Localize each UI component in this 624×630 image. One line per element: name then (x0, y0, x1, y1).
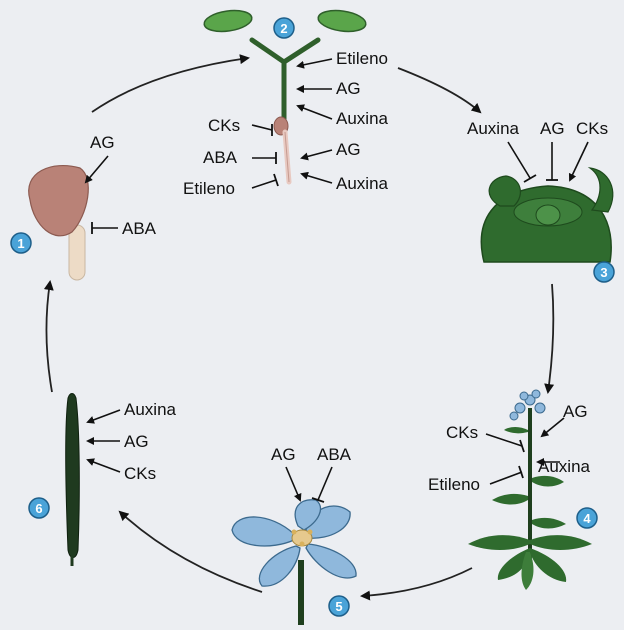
cycle-arrow-4-to-5 (362, 568, 472, 596)
cycle-arrow-3-to-4 (548, 284, 553, 392)
silique-regulators: Auxina AG CKs (88, 400, 177, 483)
svg-text:1: 1 (17, 236, 24, 251)
flower-regulators: AG ABA (271, 445, 352, 502)
apex-ag-label: AG (540, 119, 565, 138)
seedling-ag2-label: AG (336, 140, 361, 159)
svg-text:4: 4 (583, 511, 591, 526)
stage-badge-1: 1 (11, 233, 31, 253)
seedling-cks-label: CKs (208, 116, 240, 135)
plant-etileno-label: Etileno (428, 475, 480, 494)
cycle-arrow-2-to-3 (398, 68, 480, 112)
plant-cks-label: CKs (446, 423, 478, 442)
seed-regulators: AG ABA (86, 133, 157, 238)
seedling-etileno-label: Etileno (336, 49, 388, 68)
cycle-arrow-1-to-2 (92, 58, 248, 112)
seedling-ag-label: AG (336, 79, 361, 98)
shoot-apex-regulators: Auxina AG CKs (467, 119, 608, 182)
plant-regulators: AG CKs Auxina Etileno (428, 402, 591, 494)
stage-badge-4: 4 (577, 508, 597, 528)
cycle-arrow-6-to-1 (46, 282, 52, 392)
seedling-aba-label: ABA (203, 148, 238, 167)
silique-cks-label: CKs (124, 464, 156, 483)
stage-badge-2: 2 (274, 18, 294, 38)
silique-auxina-label: Auxina (124, 400, 177, 419)
stage-badge-6: 6 (29, 498, 49, 518)
silique-ag-label: AG (124, 432, 149, 451)
stage-badge-3: 3 (594, 262, 614, 282)
flower-aba-label: ABA (317, 445, 352, 464)
plant-auxina-label: Auxina (538, 457, 591, 476)
seedling-auxina-label: Auxina (336, 109, 389, 128)
seed-ag-label: AG (90, 133, 115, 152)
seed-illustration (29, 166, 89, 280)
svg-text:5: 5 (335, 599, 342, 614)
seed-aba-label: ABA (122, 219, 157, 238)
seedling-auxina2-label: Auxina (336, 174, 389, 193)
flower-ag-label: AG (271, 445, 296, 464)
stage-badge-5: 5 (329, 596, 349, 616)
apex-auxina-label: Auxina (467, 119, 520, 138)
seed-ag-arrow (86, 156, 108, 182)
svg-text:6: 6 (35, 501, 42, 516)
svg-text:2: 2 (280, 21, 287, 36)
apex-cks-label: CKs (576, 119, 608, 138)
svg-text:3: 3 (600, 265, 607, 280)
shoot-apex-illustration (481, 168, 612, 262)
silique-illustration (66, 394, 80, 567)
plant-ag-label: AG (563, 402, 588, 421)
seedling-etileno2-label: Etileno (183, 179, 235, 198)
